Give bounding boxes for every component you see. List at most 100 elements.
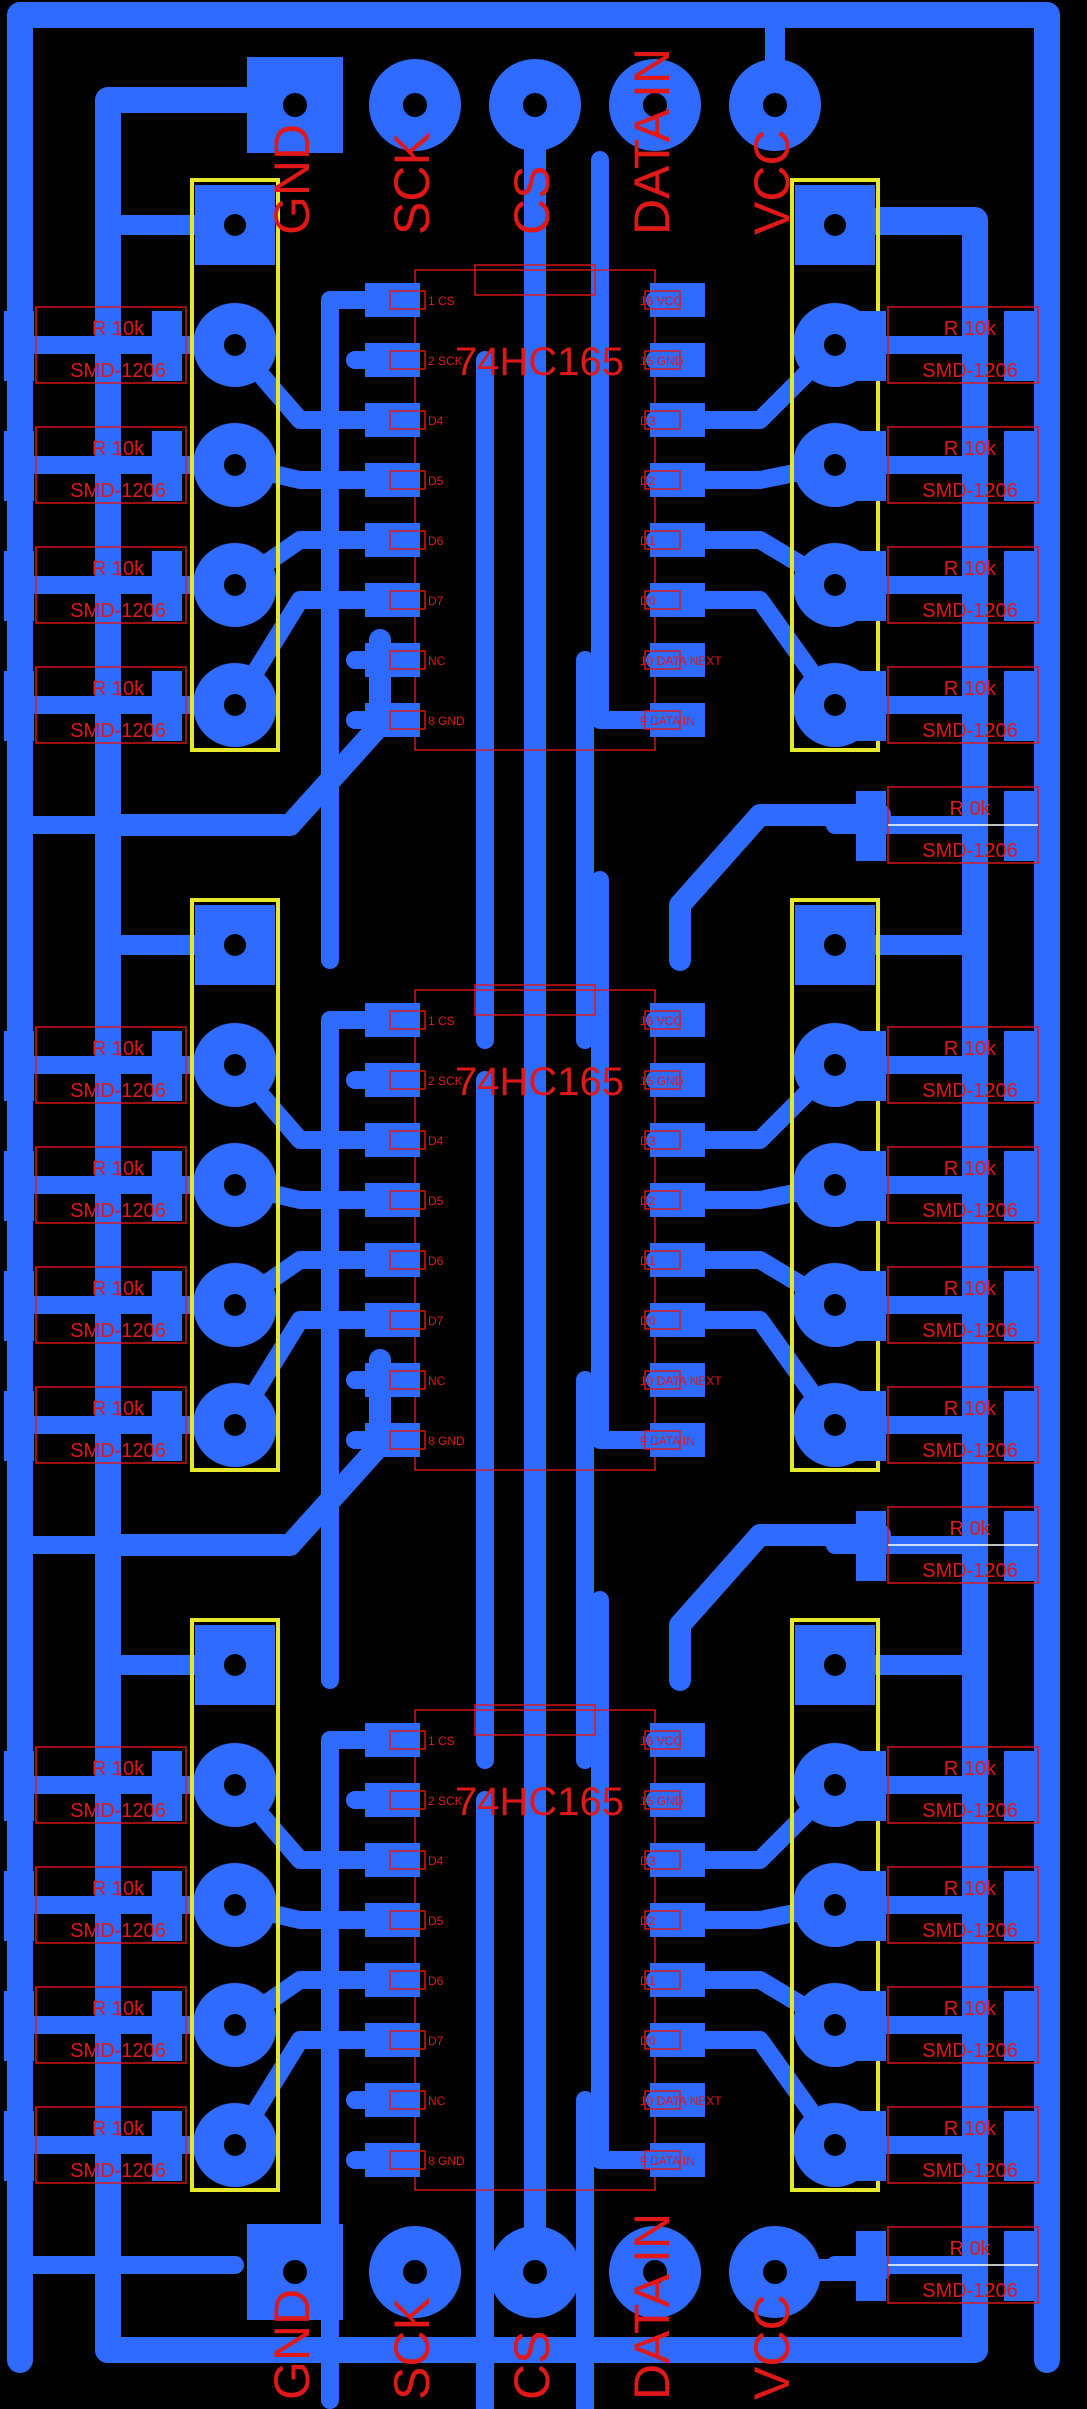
chip-pin-label-right: D3: [640, 1854, 656, 1868]
chip-pad-left: [365, 583, 420, 617]
resistor-outline: [35, 1866, 187, 1944]
resistor-pad: [1004, 791, 1034, 861]
chip-title: 74HC165: [455, 340, 624, 384]
chip-pin-label-left: D4: [428, 1854, 444, 1868]
resistor-package-label: SMD-1206: [70, 2040, 166, 2062]
resistor-value-label: R 10k: [944, 558, 997, 580]
chip-pad-left: [365, 703, 420, 737]
connector-label-cs: CS: [504, 2331, 560, 2400]
left-pin-header-outline: [190, 1618, 280, 2192]
chip-pin-label-right: D3: [640, 414, 656, 428]
chip-pin-label-right: D0: [640, 1314, 656, 1328]
chip-pad-outline: [644, 1250, 681, 1270]
chip-pad-outline: [644, 1910, 681, 1930]
chip-pin-label-left: NC: [428, 654, 446, 668]
chip-pad-outline: [644, 1430, 681, 1450]
resistor-outline: [887, 1026, 1039, 1104]
chip-pin-label-right: 15 GND: [640, 1794, 684, 1808]
chip-pad-right: [650, 1903, 705, 1937]
chip-pad-left: [365, 283, 420, 317]
resistor-package-label: SMD-1206: [922, 2280, 1018, 2302]
chip-pad-outline: [389, 1910, 426, 1930]
chip-pad-outline: [644, 290, 681, 310]
resistor-pad: [152, 2111, 182, 2181]
connector-hole: [643, 93, 667, 117]
right-header-trace: [671, 591, 844, 714]
resistor-package-label: SMD-1206: [70, 1440, 166, 1462]
chip-pad-outline: [389, 470, 426, 490]
resistor-outline: [35, 666, 187, 744]
chip-pad-right: [650, 1423, 705, 1457]
chip-pin-label-right: 16 VCC: [640, 1014, 682, 1028]
drill-hole: [824, 694, 846, 716]
resistor-pad: [856, 311, 886, 381]
resistor-pad: [1004, 2231, 1034, 2301]
resistor-pad: [856, 431, 886, 501]
chip-pad-right: [650, 523, 705, 557]
resistor-package-label: SMD-1206: [70, 1200, 166, 1222]
chip-pin-label-left: D7: [428, 1314, 444, 1328]
chip-title: 74HC165: [455, 1060, 624, 1104]
resistor-pad: [856, 1751, 886, 1821]
chip-pad-left: [365, 1903, 420, 1937]
chip-pad-left: [365, 1183, 420, 1217]
chip-pad-outline: [644, 1370, 681, 1390]
chip-pad-outline: [389, 1250, 426, 1270]
resistor-pad: [152, 311, 182, 381]
resistor-package-label: SMD-1206: [922, 2160, 1018, 2182]
resistor-pad: [1004, 1511, 1034, 1581]
connector-label-sck: SCK: [384, 132, 440, 235]
chip-pad-left: [365, 1003, 420, 1037]
resistor-outline: [887, 1986, 1039, 2064]
chip-pin-label-right: 9 DATA IN: [640, 1434, 695, 1448]
connector-label-cs: CS: [504, 166, 560, 235]
resistor-value-label: R 10k: [92, 1278, 145, 1300]
chip-pad-left: [365, 463, 420, 497]
chip-pad-outline: [644, 1310, 681, 1330]
resistor-value-label: R 0k: [949, 1518, 991, 1540]
drill-hole: [824, 1894, 846, 1916]
resistor-pad: [4, 1271, 34, 1341]
drill-hole: [224, 1894, 246, 1916]
chip-pin-label-left: 2 SCK: [428, 1794, 463, 1808]
gnd-rail-trace: [95, 87, 303, 2363]
resistor-package-label: SMD-1206: [70, 720, 166, 742]
chip-pad-outline: [644, 1070, 681, 1090]
chip-pad-right: [650, 1963, 705, 1997]
resistor-outline: [35, 1986, 187, 2064]
resistor-outline: [887, 426, 1039, 504]
resistor-pad: [1004, 1391, 1034, 1461]
resistor-outline: [35, 426, 187, 504]
resistor-package-label: SMD-1206: [70, 360, 166, 382]
resistor-outline: [887, 1746, 1039, 1824]
resistor-package-label: SMD-1206: [922, 2040, 1018, 2062]
resistor-value-label: R 10k: [944, 2118, 997, 2140]
resistor-package-label: SMD-1206: [922, 1080, 1018, 1102]
resistor-value-label: R 10k: [92, 1878, 145, 1900]
resistor-pad: [1004, 1271, 1034, 1341]
chip-pad-outline: [644, 470, 681, 490]
chip-pad-outline: [644, 1790, 681, 1810]
chip-pad-outline: [389, 530, 426, 550]
right-header-trace: [671, 2031, 844, 2154]
chip-title: 74HC165: [455, 1780, 624, 1824]
chip-pad-outline: [389, 710, 426, 730]
resistor-value-label: R 10k: [944, 318, 997, 340]
chip-pin-label-left: 2 SCK: [428, 1074, 463, 1088]
connector-label-vcc: VCC: [744, 129, 800, 235]
chip-pad-outline: [389, 1370, 426, 1390]
chip-pad-outline: [389, 1790, 426, 1810]
chip-pad-outline: [389, 2090, 426, 2110]
drill-hole: [824, 1654, 846, 1676]
chip-pad-right: [650, 463, 705, 497]
resistor-pad: [4, 1151, 34, 1221]
